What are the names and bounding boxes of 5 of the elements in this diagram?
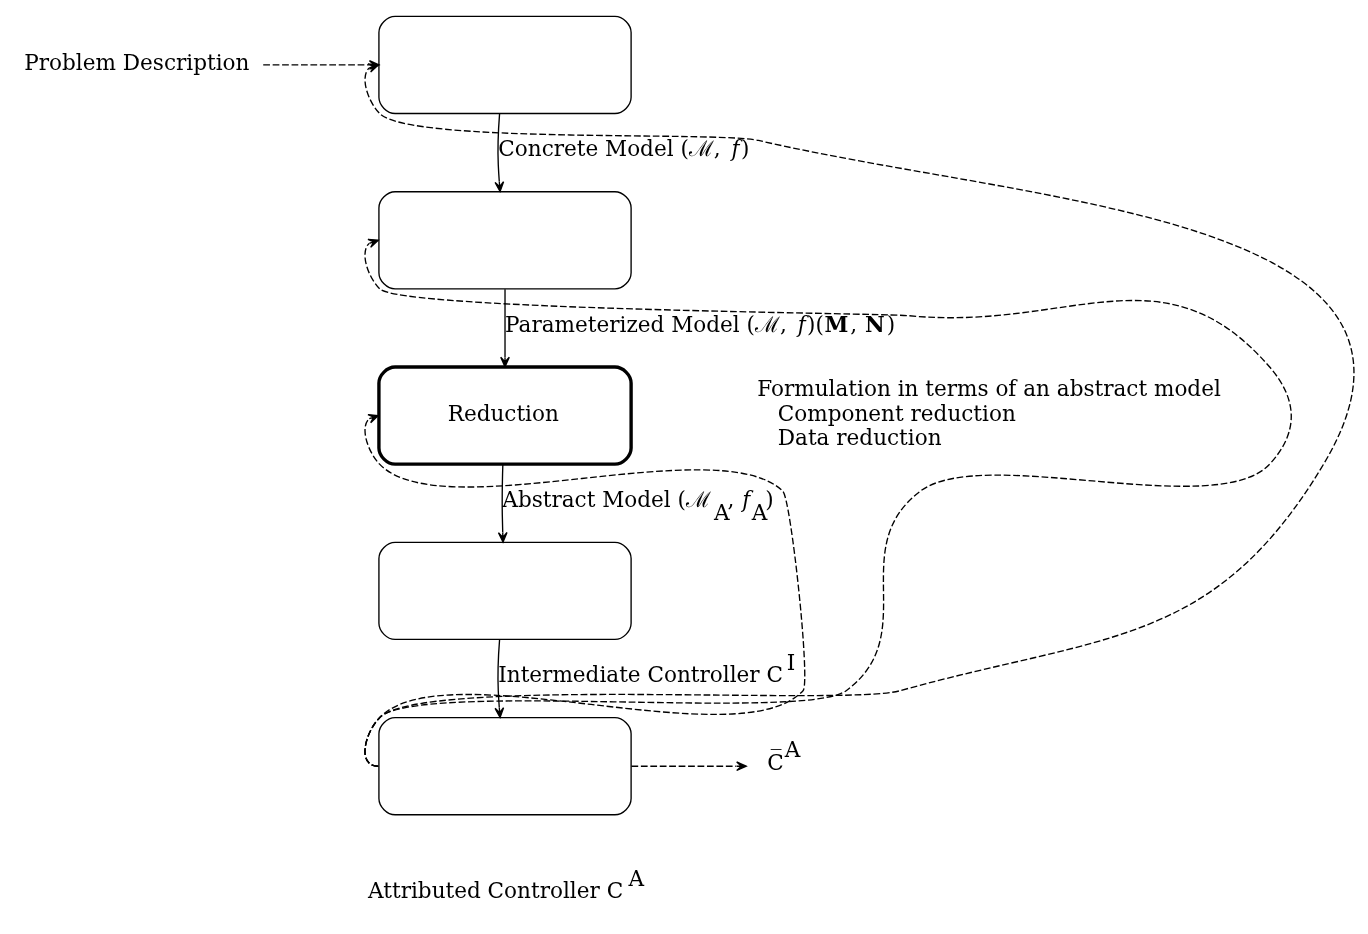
node-label: Formulation in terms of an abstract model: [757, 375, 1221, 401]
edge-label: Concrete Model (ℳ, f): [498, 135, 750, 161]
node-label: Component reduction: [777, 400, 1016, 426]
node-text: Problem Description: [24, 49, 250, 75]
edge-label: Parameterized Model (ℳ, f)(M, N): [505, 311, 896, 337]
